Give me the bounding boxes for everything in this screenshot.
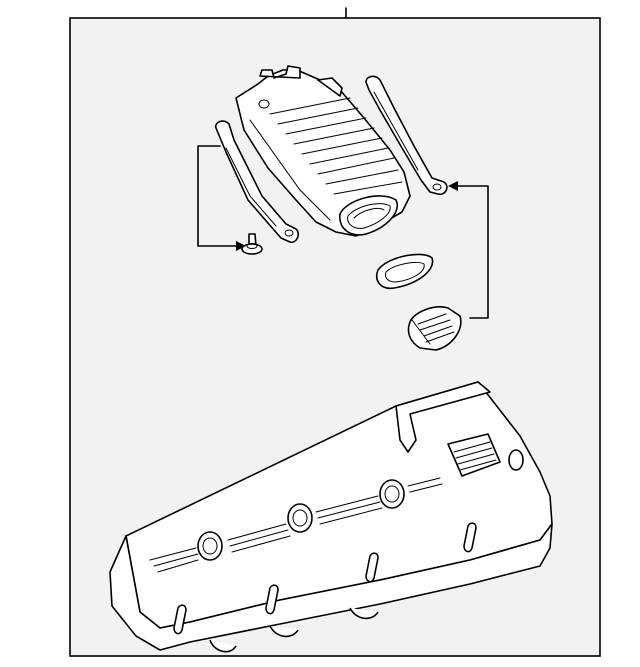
engine-cover[interactable] (109, 381, 553, 653)
air-cleaner-housing[interactable] (235, 65, 411, 237)
upper-bracket-left[interactable] (214, 120, 299, 243)
callout-bracket-clip (448, 181, 489, 319)
upper-bracket-right[interactable] (365, 75, 448, 196)
connector-clip[interactable] (407, 306, 462, 351)
callout-bracket-bolt (197, 145, 246, 251)
seal-ring[interactable] (376, 253, 434, 290)
bolt[interactable] (241, 233, 263, 255)
